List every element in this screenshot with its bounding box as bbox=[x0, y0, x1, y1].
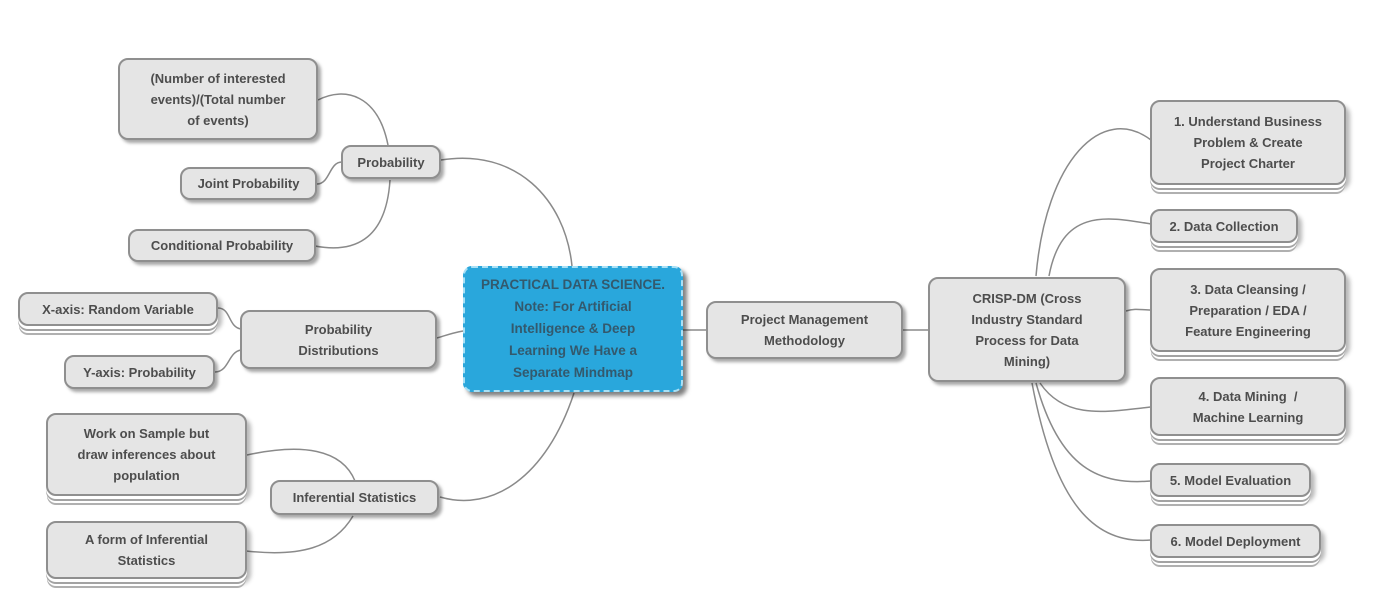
node-label: Distributions bbox=[298, 342, 379, 358]
connector-xaxis-to-probdist bbox=[217, 307, 242, 330]
node-label: Preparation / EDA / bbox=[1189, 302, 1307, 318]
node-label: Intelligence & Deep bbox=[510, 321, 636, 336]
node-label: Probability bbox=[304, 321, 373, 337]
connector-conditional-to-probability bbox=[314, 179, 391, 249]
connector-sample-to-inferential bbox=[246, 448, 356, 482]
node-label: Y-axis: Probability bbox=[83, 364, 196, 380]
node-practical-data-science-root[interactable]: PRACTICAL DATA SCIENCE. Note: For Artifi… bbox=[463, 266, 683, 392]
node-label: Problem & Create bbox=[1193, 135, 1303, 150]
node-label: CRISP-DM (Cross bbox=[972, 290, 1082, 306]
node-label: Separate Mindmap bbox=[512, 365, 634, 380]
node-step1-understand-business-problem[interactable]: 1. Understand Business Problem & Create … bbox=[1150, 100, 1346, 185]
connector-numerator-to-probability bbox=[317, 93, 389, 146]
node-crisp-dm[interactable]: CRISP-DM (Cross Industry Standard Proces… bbox=[928, 277, 1126, 382]
node-label: Inferential Statistics bbox=[292, 490, 417, 505]
node-label: 3. Data Cleansing / bbox=[1190, 281, 1306, 297]
node-conditional-probability[interactable]: Conditional Probability bbox=[128, 229, 316, 262]
connector-crisp-to-step3 bbox=[1125, 308, 1152, 312]
node-label: Feature Engineering bbox=[1185, 323, 1311, 339]
node-label: A form of Inferential bbox=[84, 532, 209, 547]
node-label: 6. Model Deployment bbox=[1170, 533, 1301, 549]
node-step5-model-evaluation[interactable]: 5. Model Evaluation bbox=[1150, 463, 1311, 497]
node-label: Statistics bbox=[117, 553, 176, 568]
node-label: Project Charter bbox=[1201, 156, 1295, 171]
node-label: Mining) bbox=[1003, 353, 1051, 369]
node-project-management-methodology[interactable]: Project Management Methodology bbox=[706, 301, 903, 359]
node-step2-data-collection[interactable]: 2. Data Collection bbox=[1150, 209, 1298, 243]
node-label: draw inferences about bbox=[77, 447, 216, 462]
node-label: events)/(Total number bbox=[150, 91, 286, 107]
node-label: 1. Understand Business bbox=[1173, 114, 1323, 129]
node-label: Work on Sample but bbox=[83, 426, 210, 441]
node-label: Learning We Have a bbox=[508, 343, 638, 358]
connector-inferential-to-center bbox=[439, 392, 575, 502]
connector-probdist-to-center bbox=[436, 330, 464, 339]
node-label: Conditional Probability bbox=[150, 238, 294, 253]
node-label: population bbox=[113, 468, 180, 483]
node-label: Industry Standard bbox=[971, 311, 1083, 327]
node-probability[interactable]: Probability bbox=[341, 145, 441, 179]
node-label: Probability bbox=[357, 154, 425, 170]
node-label: Joint Probability bbox=[197, 176, 300, 191]
connector-crisp-to-step5 bbox=[1035, 382, 1152, 483]
connector-crisp-to-step4 bbox=[1039, 382, 1152, 413]
node-probability-distributions[interactable]: Probability Distributions bbox=[240, 310, 437, 369]
connector-probability-to-center bbox=[440, 157, 573, 267]
connector-form-to-inferential bbox=[245, 515, 354, 554]
node-label: Machine Learning bbox=[1192, 409, 1304, 425]
node-label: of events) bbox=[187, 112, 249, 128]
node-label: 5. Model Evaluation bbox=[1169, 472, 1292, 488]
node-label: Note: For Artificial bbox=[514, 299, 632, 314]
node-x-axis-random-variable[interactable]: X-axis: Random Variable bbox=[18, 292, 218, 326]
node-inferential-statistics[interactable]: Inferential Statistics bbox=[270, 480, 439, 515]
node-step6-model-deployment[interactable]: 6. Model Deployment bbox=[1150, 524, 1321, 558]
node-numerator-formula[interactable]: (Number of interested events)/(Total num… bbox=[118, 58, 318, 140]
node-step3-data-cleansing[interactable]: 3. Data Cleansing / Preparation / EDA / … bbox=[1150, 268, 1346, 352]
node-label: Process for Data bbox=[975, 332, 1079, 348]
connector-joint-to-probability bbox=[316, 161, 343, 185]
node-label: Methodology bbox=[764, 333, 845, 348]
node-joint-probability[interactable]: Joint Probability bbox=[180, 167, 317, 200]
node-label: 2. Data Collection bbox=[1169, 218, 1279, 234]
node-step4-data-mining-machine-learning[interactable]: 4. Data Mining / Machine Learning bbox=[1150, 377, 1346, 436]
node-label: X-axis: Random Variable bbox=[42, 301, 194, 317]
node-label: PRACTICAL DATA SCIENCE. bbox=[480, 277, 665, 292]
node-form-of-inferential-statistics[interactable]: A form of Inferential Statistics bbox=[46, 521, 247, 579]
node-y-axis-probability[interactable]: Y-axis: Probability bbox=[64, 355, 215, 389]
connector-crisp-to-step1 bbox=[1035, 128, 1152, 277]
node-label: Project Management bbox=[740, 312, 869, 327]
node-label: 4. Data Mining / bbox=[1198, 388, 1298, 404]
node-work-on-sample[interactable]: Work on Sample but draw inferences about… bbox=[46, 413, 247, 496]
connector-yaxis-to-probdist bbox=[214, 349, 242, 373]
node-label: (Number of interested bbox=[150, 70, 286, 86]
connector-crisp-to-step2 bbox=[1048, 218, 1152, 277]
connector-crisp-to-step6 bbox=[1031, 382, 1152, 542]
